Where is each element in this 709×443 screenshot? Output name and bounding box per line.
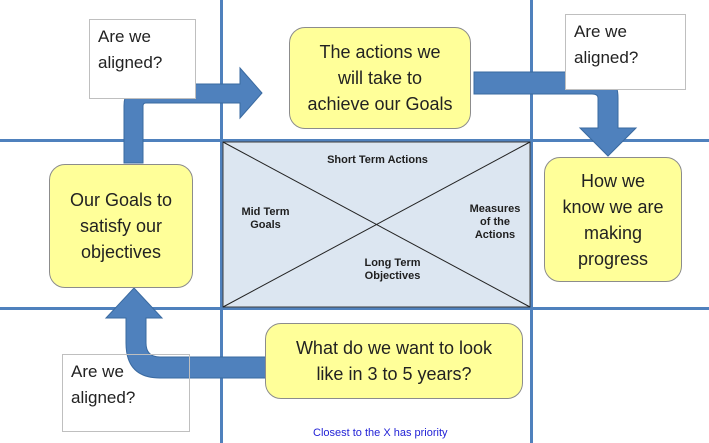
goals-box: Our Goals to satisfy our objectives [49,164,193,288]
vision-box: What do we want to look like in 3 to 5 y… [265,323,523,399]
long-term-objectives-label: Long Term Objectives [364,257,421,282]
grid-line-horizontal-bottom [0,307,709,310]
arrow-bottom-to-left [104,287,269,379]
mid-term-goals-label: Mid Term Goals [241,206,290,231]
priority-footnote: Closest to the X has priority [313,427,448,439]
measures-of-actions-label: Measures of the Actions [469,203,521,241]
progress-box: How we know we are making progress [544,157,682,282]
actions-box: The actions we will take to achieve our … [289,27,471,129]
aligned-box-top-left: Are we aligned? [89,19,196,99]
aligned-box-bottom-left: Are we aligned? [62,354,190,432]
center-x-line-2 [222,141,531,308]
grid-line-vertical-left [220,0,223,443]
aligned-box-top-right: Are we aligned? [565,14,686,90]
grid-line-vertical-right [530,0,533,443]
short-term-actions-label: Short Term Actions [327,154,428,166]
grid-line-horizontal-top [0,139,709,142]
